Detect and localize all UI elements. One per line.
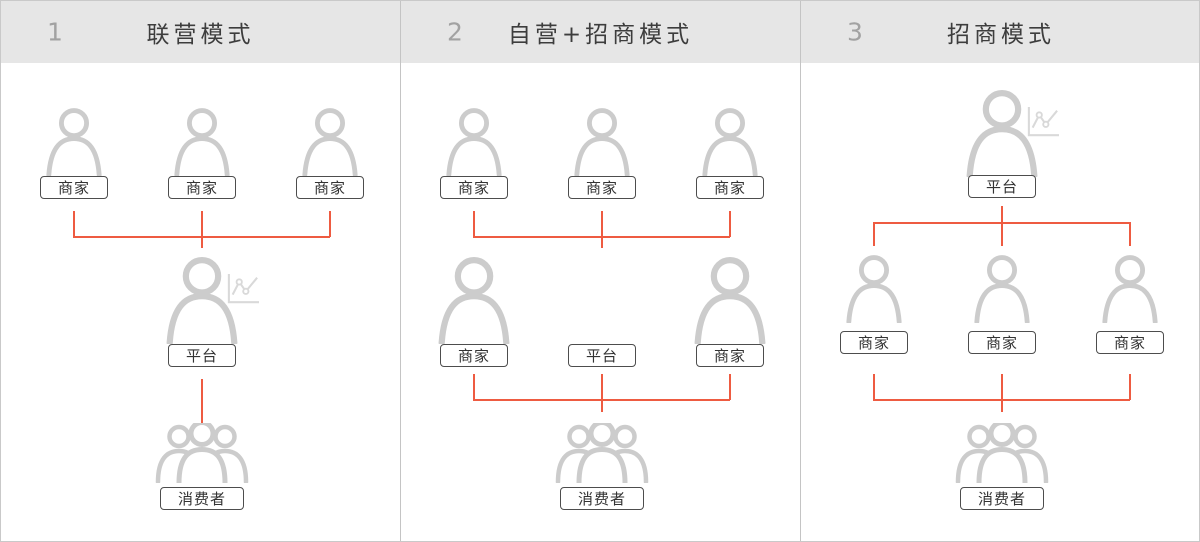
connector-line — [729, 374, 731, 400]
consumer-label: 消费者 — [160, 487, 244, 510]
connector-line — [601, 211, 603, 248]
merchant-label: 商家 — [696, 176, 764, 199]
connector-line — [873, 222, 875, 246]
consumer-group-icon — [554, 423, 650, 483]
panel-1-body: 商家 商家 商家 平台 消费者 — [1, 63, 401, 541]
person-icon-large — [434, 257, 514, 344]
panel-2-header: 2 自营+招商模式 — [401, 1, 800, 63]
merchant-label: 商家 — [840, 331, 908, 354]
panel-3-title: 招商模式 — [947, 22, 1055, 48]
person-icon — [443, 108, 505, 176]
connector-line — [473, 211, 475, 237]
line-chart-icon — [1026, 106, 1060, 138]
connector-line — [1129, 222, 1131, 246]
person-icon — [43, 108, 105, 176]
merchant-label: 商家 — [968, 331, 1036, 354]
panel-2-body: 商家 商家 商家 商家 平台 商家 消费者 — [401, 63, 801, 541]
connector-line — [873, 222, 1130, 224]
merchant-label: 商家 — [440, 344, 508, 367]
connector-line — [73, 211, 75, 237]
consumer-group-icon — [954, 423, 1050, 483]
merchant-label: 商家 — [1096, 331, 1164, 354]
person-icon — [1099, 255, 1161, 323]
person-icon — [699, 108, 761, 176]
person-icon — [843, 255, 905, 323]
merchant-label: 商家 — [168, 176, 236, 199]
platform-label: 平台 — [968, 175, 1036, 198]
person-icon — [571, 108, 633, 176]
panel-self-plus-merchant: 2 自营+招商模式 商家 商家 商家 商家 平台 商家 — [401, 1, 801, 541]
line-chart-icon — [226, 273, 260, 305]
connector-line — [201, 379, 203, 423]
connector-line — [473, 374, 475, 400]
connector-line — [1129, 374, 1131, 400]
connector-line — [1001, 374, 1003, 412]
person-icon — [171, 108, 233, 176]
panel-1-number: 1 — [47, 17, 63, 47]
connector-line — [1001, 206, 1003, 246]
connector-line — [729, 211, 731, 237]
panel-3-header: 3 招商模式 — [801, 1, 1199, 63]
consumer-group-icon — [154, 423, 250, 483]
merchant-label: 商家 — [40, 176, 108, 199]
connector-line — [329, 211, 331, 237]
platform-label: 平台 — [568, 344, 636, 367]
person-icon — [299, 108, 361, 176]
panel-3-body: 平台 商家 商家 商家 消费者 — [801, 63, 1199, 541]
person-icon — [971, 255, 1033, 323]
panel-2-number: 2 — [447, 17, 463, 47]
connector-line — [873, 374, 875, 400]
merchant-label: 商家 — [440, 176, 508, 199]
person-icon-large — [690, 257, 770, 344]
panel-3-number: 3 — [847, 17, 863, 47]
panel-merchant: 3 招商模式 平台 商家 商家 商家 消费者 — [801, 1, 1199, 541]
connector-line — [601, 374, 603, 412]
consumer-label: 消费者 — [560, 487, 644, 510]
merchant-label: 商家 — [296, 176, 364, 199]
consumer-label: 消费者 — [960, 487, 1044, 510]
panel-joint-operation: 1 联营模式 商家 商家 商家 平台 消费者 — [1, 1, 401, 541]
connector-line — [201, 211, 203, 248]
panel-2-title: 自营+招商模式 — [507, 22, 694, 48]
platform-label: 平台 — [168, 344, 236, 367]
merchant-label: 商家 — [696, 344, 764, 367]
merchant-label: 商家 — [568, 176, 636, 199]
panel-1-header: 1 联营模式 — [1, 1, 400, 63]
panel-1-title: 联营模式 — [146, 22, 255, 48]
